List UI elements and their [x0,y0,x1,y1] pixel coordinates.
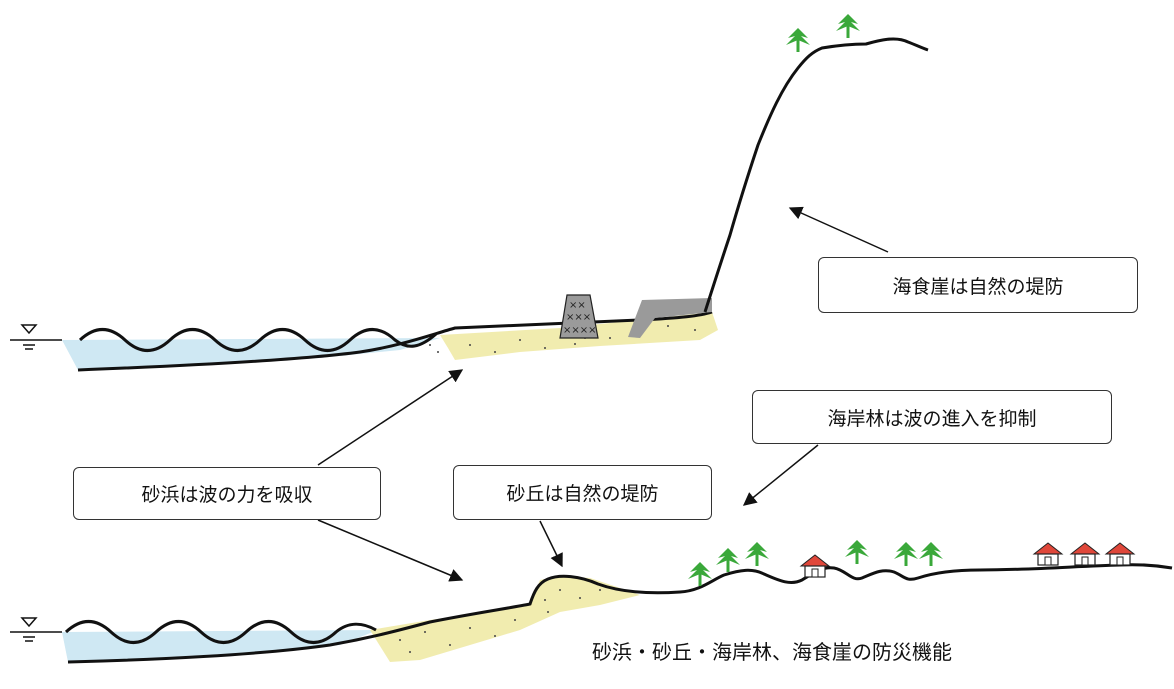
waves-bottom [64,620,377,644]
arrow-icon [742,444,819,506]
water-level-icon [10,617,62,642]
tetrapod-icon: ×× ××× ×××× [559,294,599,339]
top-section: ×× ××× ×××× [10,14,929,372]
label-coastal-forest: 海岸林は波の進入を抑制 [752,390,1112,444]
seawall-icon [628,298,712,338]
sand-dune-area [370,576,640,662]
sea-cliff-line [703,37,929,313]
arrow-icon [788,206,889,253]
tree-icon [845,540,869,564]
svg-text:××: ×× [569,300,586,311]
label-sand-dune: 砂丘は自然の堤防 [453,465,712,520]
house-icon [1033,542,1063,566]
label-sea-cliff: 海食崖は自然の堤防 [818,257,1138,313]
arrow-icon [317,519,464,582]
annotation-arrows [317,206,889,582]
bottom-section [10,540,1173,664]
label-sand-beach: 砂浜は波の力を吸収 [73,467,381,520]
tree-icon [919,542,943,566]
tree-icon [836,14,860,38]
tree-icon [894,542,918,566]
house-icon [800,554,830,578]
svg-text:×××: ××× [566,312,591,323]
tree-icon [745,542,769,566]
tree-icon [786,28,810,52]
house-icon [1070,542,1100,566]
arrow-icon [539,520,563,568]
svg-text:××××: ×××× [563,325,597,336]
tree-icon [716,548,740,572]
sand-dots-bottom [399,589,601,653]
house-icon [1105,542,1135,566]
sea-water-top [62,338,440,370]
water-level-icon [10,324,62,350]
ground-line-bottom [67,563,1173,664]
waves-top [78,328,437,352]
arrow-icon [317,369,464,466]
diagram-caption: 砂浜・砂丘・海岸林、海食崖の防災機能 [592,640,952,664]
